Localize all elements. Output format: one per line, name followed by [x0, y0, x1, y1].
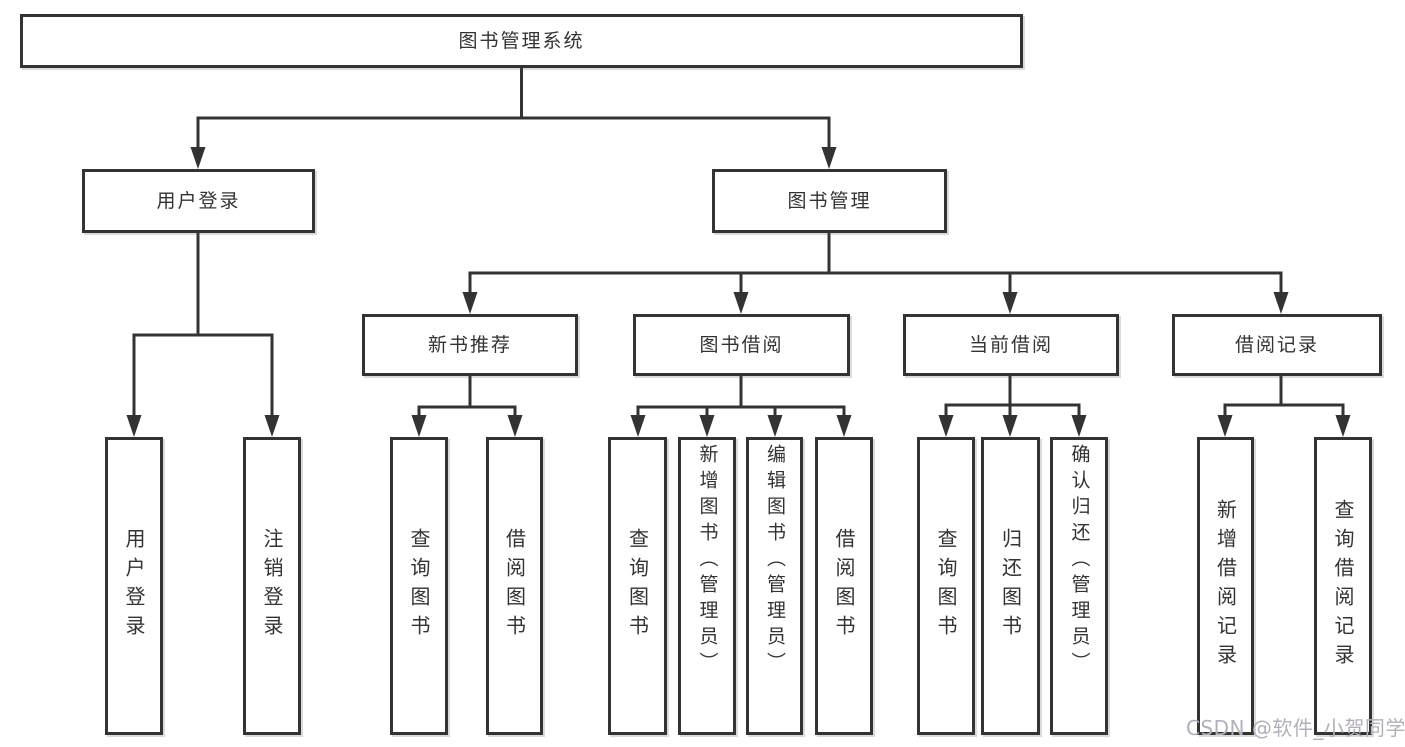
leaf-query-books-current: 查询图书 — [917, 437, 975, 735]
node-user-login: 用户登录 — [82, 169, 315, 233]
leaf-user-login: 用户登录 — [105, 437, 163, 735]
leaf-edit-books-admin: 编辑图书（管理员） — [746, 437, 803, 735]
leaf-add-borrow-record: 新增借阅记录 — [1197, 437, 1254, 735]
leaf-logout: 注销登录 — [243, 437, 301, 735]
leaf-borrow-books-recommend-label: 借阅图书 — [502, 528, 527, 644]
node-borrow-records: 借阅记录 — [1172, 314, 1382, 376]
leaf-add-borrow-record-label: 新增借阅记录 — [1213, 499, 1238, 673]
node-book-management-label: 图书管理 — [787, 189, 872, 212]
connector-paths — [132, 66, 1345, 419]
leaf-confirm-return-admin: 确认归还（管理员） — [1050, 437, 1108, 735]
leaf-add-books-admin: 新增图书（管理员） — [678, 437, 736, 735]
leaf-query-borrow-record-label: 查询借阅记录 — [1331, 499, 1355, 673]
node-book-borrow-label: 图书借阅 — [699, 333, 784, 356]
leaf-borrow-books-label: 借阅图书 — [832, 528, 856, 644]
node-new-book-recommend: 新书推荐 — [362, 314, 578, 376]
leaf-edit-books-admin-label: 编辑图书（管理员） — [763, 444, 786, 678]
leaf-query-books-current-label: 查询图书 — [934, 528, 958, 644]
leaf-borrow-books: 借阅图书 — [815, 437, 873, 735]
leaf-borrow-books-recommend: 借阅图书 — [486, 437, 543, 735]
leaf-confirm-return-admin-label: 确认归还（管理员） — [1068, 444, 1091, 678]
node-user-login-label: 用户登录 — [156, 189, 241, 212]
leaf-return-books: 归还图书 — [981, 437, 1040, 735]
arrowheads — [126, 147, 1351, 437]
watermark: CSDN @软件_小贺同学 — [1186, 716, 1405, 740]
leaf-logout-label: 注销登录 — [260, 528, 284, 644]
leaf-query-books-borrow: 查询图书 — [608, 437, 667, 735]
leaf-query-books-recommend-label: 查询图书 — [407, 528, 431, 644]
node-current-borrow: 当前借阅 — [903, 314, 1119, 376]
leaf-add-books-admin-label: 新增图书（管理员） — [696, 444, 719, 678]
node-current-borrow-label: 当前借阅 — [968, 333, 1053, 356]
node-root: 图书管理系统 — [20, 14, 1023, 68]
node-book-borrow: 图书借阅 — [633, 314, 850, 376]
node-book-management: 图书管理 — [712, 169, 947, 233]
leaf-query-books-recommend: 查询图书 — [390, 437, 448, 735]
node-root-label: 图书管理系统 — [458, 29, 585, 52]
leaf-return-books-label: 归还图书 — [998, 528, 1023, 644]
node-new-book-recommend-label: 新书推荐 — [427, 333, 512, 356]
leaf-query-books-borrow-label: 查询图书 — [625, 528, 650, 644]
leaf-query-borrow-record: 查询借阅记录 — [1314, 437, 1372, 735]
node-borrow-records-label: 借阅记录 — [1234, 333, 1319, 356]
leaf-user-login-label: 用户登录 — [122, 528, 146, 644]
